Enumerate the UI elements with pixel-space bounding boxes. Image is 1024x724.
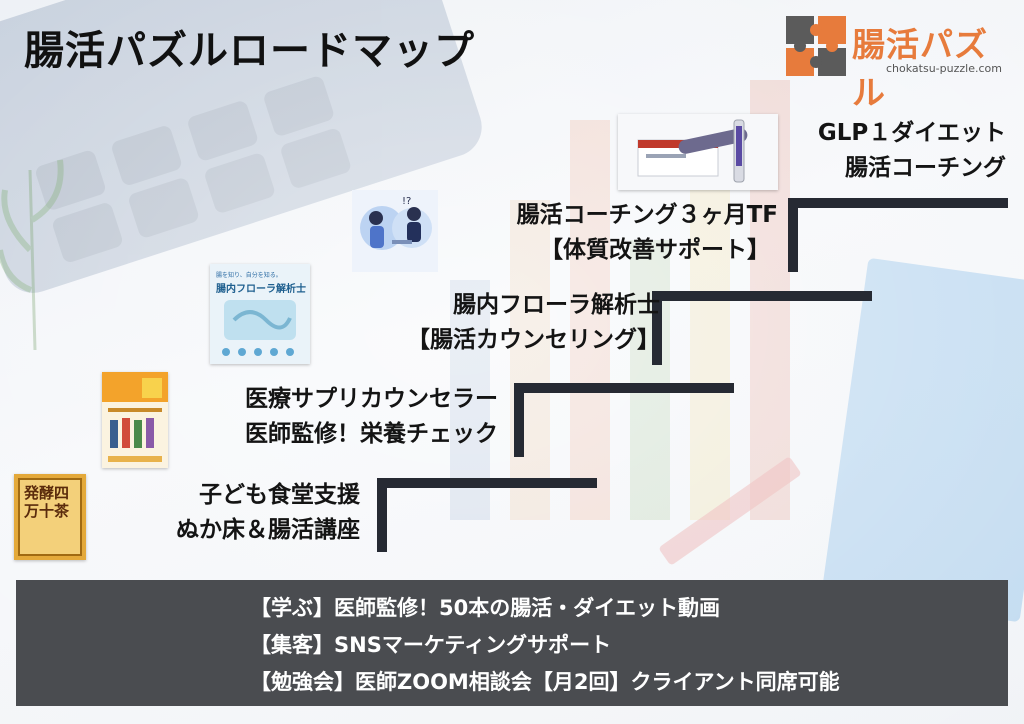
step-label-coaching: 腸活コーチング３ヶ月TF 【体質改善サポート】 xyxy=(516,202,778,263)
step-label-flora: 腸内フローラ解析士 【腸活カウンセリング】 xyxy=(407,292,660,353)
page-title: 腸活パズルロードマップ xyxy=(24,28,475,74)
brand-logo[interactable]: 腸活パズル chokatsu-puzzle.com xyxy=(786,14,1006,112)
info-line-learn: 【学ぶ】医師監修！50本の腸活・ダイエット動画 xyxy=(250,596,721,620)
info-line-marketing: 【集客】SNSマーケティングサポート xyxy=(250,633,612,657)
step-label-kids-cafeteria: 子ども食堂支援 ぬか床＆腸活講座 xyxy=(176,482,360,543)
flora-analyst-card: 腸を知り、自分を知る。 腸内フローラ解析士 xyxy=(210,264,310,364)
supplement-flyer xyxy=(102,372,168,468)
step-label-supplement: 医療サプリカウンセラー 医師監修！栄養チェック xyxy=(245,386,498,447)
logo-wordmark: 腸活パズル xyxy=(852,25,988,112)
svg-text:!?: !? xyxy=(402,196,411,207)
info-box: 【学ぶ】医師監修！50本の腸活・ダイエット動画 【集客】SNSマーケティングサポ… xyxy=(16,580,1008,706)
step-label-glp1: GLP１ダイエット 腸活コーチング xyxy=(817,120,1006,181)
fermented-tea-package: 発酵四万十茶 xyxy=(14,474,86,560)
glp1-product-image xyxy=(618,114,778,190)
coaching-illustration: !? xyxy=(352,190,438,272)
puzzle-logo-icon xyxy=(786,16,846,76)
info-line-study-group: 【勉強会】医師ZOOM相談会【月2回】クライアント同席可能 xyxy=(250,670,840,694)
logo-url: chokatsu-puzzle.com xyxy=(886,62,1002,75)
